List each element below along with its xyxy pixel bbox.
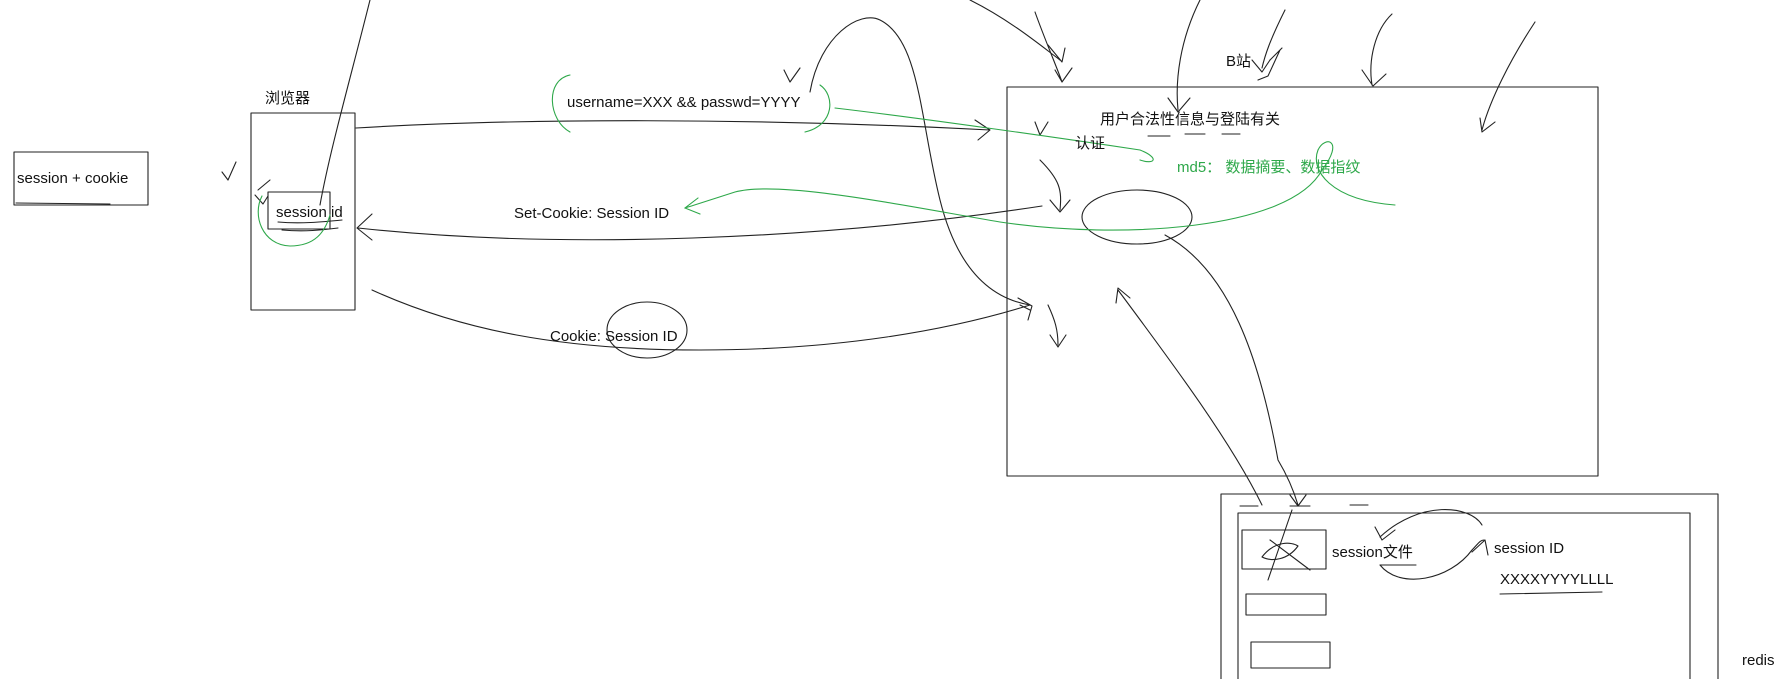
stroke-top-4: [1167, 0, 1201, 113]
session-id-value-underline: [1499, 591, 1603, 595]
legal-info-label: 用户合法性信息与登陆有关: [1100, 111, 1281, 128]
session-cookie-underline: [15, 202, 111, 205]
storage-slot-2: [1245, 593, 1327, 616]
stroke-bzhan: [1257, 47, 1283, 81]
link-cross: [1267, 509, 1311, 581]
curl-arrow: [783, 17, 1031, 306]
session-id-underline: [277, 219, 343, 232]
request-label: username=XXX && passwd=YYYY: [567, 94, 801, 111]
server-ellipse: [1081, 189, 1193, 245]
storage-session-id-value: XXXXYYYYLLLL: [1500, 571, 1614, 588]
storage-inner: [1237, 512, 1691, 679]
stroke-top-1: [319, 0, 371, 206]
request-arrow: [355, 119, 991, 141]
redis-label: redis: [1742, 652, 1775, 669]
session-cookie-label: session + cookie: [17, 170, 129, 187]
green-flow-1: [834, 107, 1154, 163]
session-id-box: [267, 191, 331, 230]
server-dash: [1147, 133, 1241, 137]
link-down-1: [1164, 234, 1307, 507]
server-down-3: [1019, 304, 1031, 311]
server-title: B站: [1226, 53, 1252, 70]
stroke-top-3: [1034, 11, 1073, 83]
green-left-bracket: [551, 74, 571, 133]
link-up-1: [1115, 287, 1263, 506]
leaf-sketch: [1261, 542, 1299, 560]
stroke-top-6: [1361, 13, 1393, 87]
storage-dash: [1239, 504, 1369, 507]
check-2: [254, 179, 271, 205]
cookie-ellipse: [606, 301, 688, 359]
storage-slot-1: [1241, 529, 1327, 570]
check-3: [1034, 121, 1049, 136]
green-right-bracket: [804, 84, 831, 133]
auth-label: 认证: [1075, 135, 1106, 152]
server-box: [1006, 86, 1599, 477]
green-flow-2: [683, 141, 1396, 231]
browser-box: [250, 112, 356, 311]
loop-bottom: [1379, 539, 1489, 580]
session-cookie-box: [13, 151, 149, 206]
storage-slot-3: [1250, 641, 1331, 669]
server-down-1: [1039, 159, 1071, 213]
loop-top: [1374, 509, 1483, 541]
cookie-label: Cookie: Session ID: [550, 328, 678, 345]
storage-outer: [1220, 493, 1719, 679]
response-label: Set-Cookie: Session ID: [514, 205, 670, 222]
stroke-top-2: [969, 0, 1066, 63]
check-1: [221, 161, 237, 181]
green-browser-circle: [257, 195, 331, 247]
cookie-arrow: [371, 289, 1033, 351]
browser-session-id-label: session id: [276, 204, 343, 221]
md5-label: md5： 数据摘要、数据指纹: [1177, 159, 1361, 176]
stroke-top-5: [1251, 9, 1286, 73]
server-down-2: [1047, 304, 1067, 348]
browser-title: 浏览器: [265, 90, 311, 107]
session-file-label: session文件: [1332, 544, 1413, 561]
storage-session-id-label: session ID: [1494, 540, 1565, 557]
stroke-top-7: [1479, 21, 1536, 133]
